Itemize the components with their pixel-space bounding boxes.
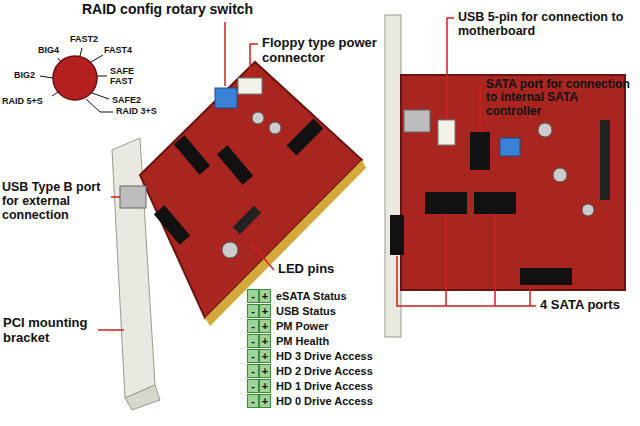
pci-bracket	[385, 15, 401, 337]
pin-cell: -	[247, 289, 259, 303]
usb-b-port	[404, 110, 430, 132]
rotary-dial	[53, 56, 97, 100]
capacitors	[538, 123, 594, 216]
sata-port	[470, 132, 490, 170]
switch-position: RAID 3+S	[116, 106, 161, 116]
callout-label: Floppy type power connector	[262, 36, 380, 65]
pin-cell: -	[247, 304, 259, 318]
switch-position: FAST2	[70, 34, 110, 44]
pin-cell: +	[259, 364, 271, 378]
pin-name: USB Status	[276, 305, 336, 317]
blue-switch	[215, 88, 237, 108]
callout-label: USB 5-pin for connection to motherboard	[458, 10, 636, 38]
bracket-tab	[125, 385, 160, 410]
pin-cell: +	[259, 379, 271, 393]
sata-connectors	[154, 119, 324, 245]
pin-cell: +	[259, 319, 271, 333]
switch-position: BIG2	[14, 70, 44, 80]
callout-label: 4 SATA ports	[540, 298, 635, 313]
pin-name: HD 3 Drive Access	[276, 350, 373, 362]
usb-header	[438, 120, 455, 145]
pin-cell: +	[259, 289, 271, 303]
pin-name: HD 2 Drive Access	[276, 365, 373, 377]
switch-position: SAFE FAST	[110, 66, 140, 86]
callout-label: SATA port for connection to internal SAT…	[486, 78, 636, 118]
pin-name: HD 0 Drive Access	[276, 395, 373, 407]
capacitors	[222, 112, 281, 258]
pin-cell: -	[247, 364, 259, 378]
pin-cell: -	[247, 334, 259, 348]
pin-name: eSATA Status	[276, 290, 347, 302]
pin-header	[600, 120, 610, 200]
switch-position: SAFE2	[112, 95, 147, 105]
switch-position: FAST4	[104, 45, 139, 55]
pin-name: PM Power	[276, 320, 329, 332]
callout-label: USB Type B port for external connection	[2, 180, 112, 222]
pin-cell: -	[247, 379, 259, 393]
pin-cell: -	[247, 394, 259, 408]
floppy-connector	[238, 78, 262, 94]
blue-switch	[500, 138, 520, 156]
sata-connectors	[390, 192, 572, 285]
pin-name: HD 1 Drive Access	[276, 380, 373, 392]
switch-position: BIG4	[38, 45, 68, 55]
pin-name: PM Health	[276, 335, 329, 347]
led-header	[233, 206, 261, 234]
pin-cell: -	[247, 349, 259, 363]
usb-b-port	[120, 186, 146, 208]
callout-label: LED pins	[278, 262, 358, 277]
switch-position: RAID 5+S	[2, 96, 52, 106]
dial-ticks	[40, 48, 113, 112]
pin-cell: +	[259, 349, 271, 363]
pin-cell: +	[259, 304, 271, 318]
pin-cell: -	[247, 319, 259, 333]
pin-cell: +	[259, 394, 271, 408]
pin-cell: +	[259, 334, 271, 348]
leader-lines	[98, 18, 536, 330]
callout-title: RAID config rotary switch	[82, 2, 382, 18]
callout-label: PCI mounting bracket	[3, 316, 103, 345]
gold-fingers	[205, 160, 366, 326]
